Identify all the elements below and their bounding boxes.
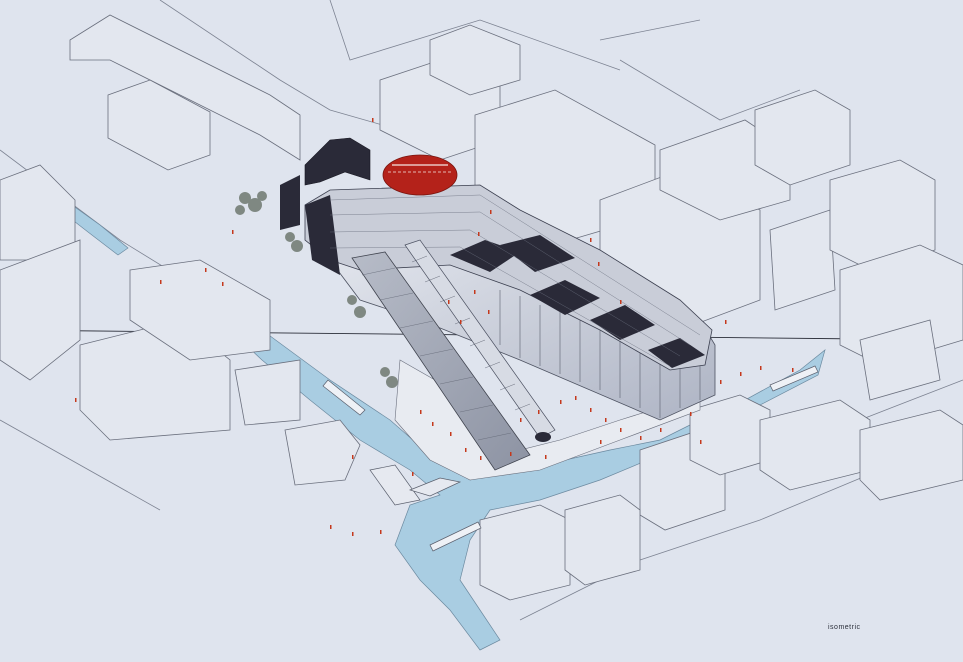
boats xyxy=(322,365,819,552)
curved-glass-roof xyxy=(304,184,713,371)
entrance-wall xyxy=(280,175,300,230)
people-figures xyxy=(75,118,794,536)
roof-band xyxy=(530,280,600,315)
red-rotunda xyxy=(382,154,458,196)
trees xyxy=(235,191,398,388)
entrance-canopy xyxy=(304,137,371,186)
covered-ramp xyxy=(351,251,531,471)
drawing-caption: isometric xyxy=(828,624,861,631)
surrounding-buildings xyxy=(0,14,963,601)
roof-band xyxy=(500,235,575,272)
plaza-pavilion xyxy=(535,432,551,442)
glazed-stair xyxy=(404,239,556,439)
roof-band xyxy=(450,240,520,272)
bridges xyxy=(369,464,462,506)
